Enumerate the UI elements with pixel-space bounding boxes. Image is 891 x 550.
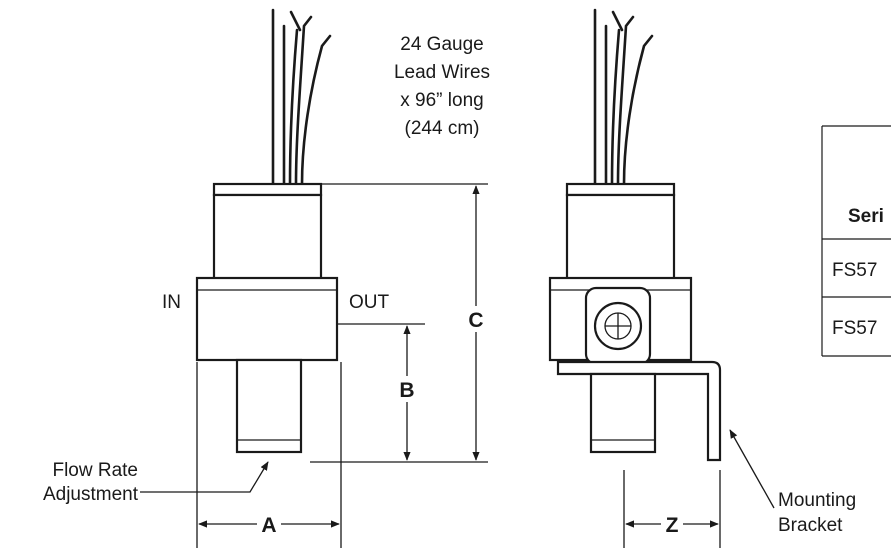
dimension-c: C — [310, 183, 488, 463]
flow-rate-label-line-2: Adjustment — [43, 484, 139, 505]
dim-c-label: C — [468, 309, 483, 332]
dimension-a: A — [196, 362, 342, 548]
dimension-z: Z — [623, 470, 721, 548]
front-view — [195, 8, 339, 454]
port-block — [195, 276, 339, 362]
housing-top-rim — [212, 182, 323, 197]
wire-note: 24 Gauge Lead Wires x 96” long (244 cm) — [394, 34, 490, 139]
wire-note-line-1: 24 Gauge — [400, 34, 483, 55]
table-row-1: FS57 — [832, 260, 877, 281]
dim-b-label: B — [399, 379, 414, 402]
side-lower-stem — [589, 372, 657, 454]
table-header-series: Seri — [848, 206, 884, 227]
mounting-bracket-callout: Mounting Bracket — [729, 429, 856, 536]
mounting-label-line-1: Mounting — [778, 490, 856, 511]
lead-wires-front — [271, 8, 332, 186]
flow-rate-adjustment-callout: Flow Rate Adjustment — [43, 460, 269, 505]
dim-z-label: Z — [666, 514, 679, 537]
dimension-b: B — [338, 323, 425, 461]
mounting-label-line-2: Bracket — [778, 515, 843, 536]
port-in-label: IN — [162, 292, 181, 313]
table-row-2: FS57 — [832, 318, 877, 339]
port-out-label: OUT — [349, 292, 390, 313]
dimension-table: Seri FS57 FS57 — [821, 125, 891, 357]
lead-wires-side — [593, 8, 654, 186]
side-view — [548, 8, 722, 462]
wire-note-line-4: (244 cm) — [405, 118, 480, 139]
dim-a-label: A — [261, 514, 276, 537]
flow-rate-label-line-1: Flow Rate — [52, 460, 138, 481]
mounting-bracket-shape — [556, 360, 722, 462]
wire-note-line-3: x 96” long — [400, 90, 483, 111]
lower-stem — [235, 358, 303, 454]
wire-note-line-2: Lead Wires — [394, 62, 490, 83]
